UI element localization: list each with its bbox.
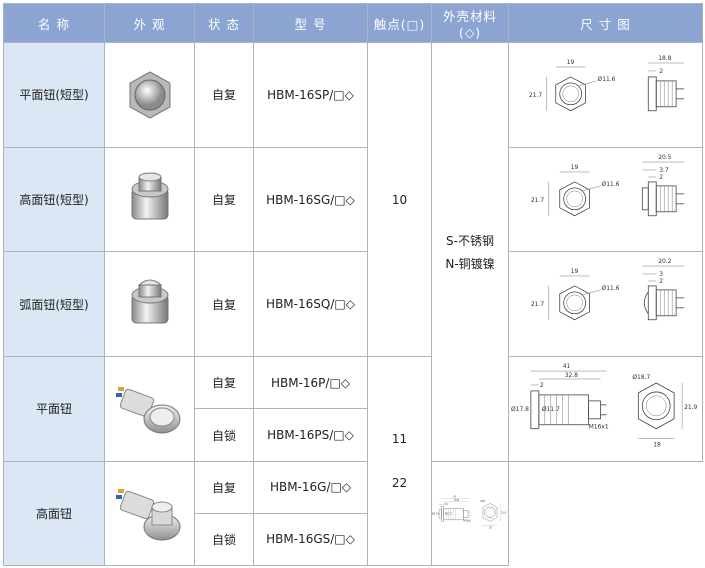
contact-value: 10 [367, 42, 432, 358]
dimension-drawing-svg: 41 32.8 2 Ø17.8 Ø11.7 M16x1 [511, 363, 698, 449]
dimension-drawing-svg: 19 21.7 Ø11.6 18.8 2 [529, 55, 685, 112]
dim-width: 19 [567, 59, 575, 66]
dim-diameter: Ø17.8 [511, 406, 529, 413]
dim-length: 20.2 [658, 258, 671, 265]
header-name: 名 称 [3, 2, 105, 44]
contact-value-alt: 22 [391, 476, 408, 491]
model: HBM-16P/□◇ [253, 356, 368, 410]
contact-cell: 11 22 [367, 356, 432, 566]
dim-head-width: 18 [489, 526, 492, 529]
dimension-drawing-svg: 19 21.7 Ø11.6 20.5 3.7 2 [531, 154, 685, 216]
table-row: 高面钮 自复 HBM-16G/□◇ 41 32.8 [3, 460, 703, 567]
dim-thread: M16x1 [589, 424, 609, 431]
header-appearance: 外 观 [104, 2, 195, 44]
dim-offset-2: 2 [659, 174, 663, 181]
dim-head-height: 21.9 [684, 404, 697, 411]
dim-height: 21.7 [531, 301, 544, 308]
dim-offset: 3 [659, 271, 663, 278]
state: 自锁 [194, 408, 254, 462]
state: 自复 [194, 460, 254, 514]
flat-button-long-photo [115, 386, 180, 434]
header-dimension: 尺 寸 图 [508, 2, 703, 44]
dim-offset: 2 [659, 68, 663, 75]
dim-length: 20.5 [658, 154, 671, 161]
product-name: 弧面钮(短型) [3, 251, 105, 358]
dim-width: 19 [571, 164, 579, 171]
dim-height: 21.7 [529, 92, 542, 99]
product-photo [104, 356, 195, 462]
dim-offset-2: 2 [659, 278, 663, 285]
dim-length-2: 32.8 [565, 372, 578, 379]
dim-head-diameter: Ø18.7 [632, 374, 650, 381]
flat-button-photo [129, 71, 170, 119]
dim-diameter-2: Ø11.7 [542, 406, 560, 413]
dim-diameter: Ø11.6 [602, 181, 620, 188]
product-photo [104, 460, 195, 567]
table-row: 自锁 HBM-16GS/□◇ [4, 512, 703, 567]
dim-diameter: Ø11.6 [602, 285, 620, 292]
dimension-drawing: 41 32.8 2 Ø17.8 Ø11.7 M16x1 [508, 356, 703, 462]
dim-offset: 3.7 [659, 167, 669, 174]
dim-width: 19 [571, 268, 579, 275]
product-photo [104, 146, 195, 253]
dim-thread: M16x1 [463, 519, 471, 522]
table-row: 平面钮(短型) 自复 HBM-16SP/□◇ 10 S-不锈钢 N-铜镀镍 [3, 42, 703, 462]
dim-head-width: 18 [653, 442, 661, 449]
spec-table: 名 称 外 观 状 态 型 号 触点(□) 外壳材料(◇) 尺 寸 图 平面钮(… [3, 2, 703, 567]
dim-length: 41 [563, 363, 571, 370]
dim-offset: 2 [540, 382, 544, 389]
product-name: 平面钮 [3, 356, 105, 462]
header-state: 状 态 [194, 2, 254, 44]
model: HBM-16SP/□◇ [253, 42, 368, 148]
dimension-drawing: 41 32.8 4.5 Ø17.8 Ø11.7 M16x1 [431, 460, 509, 567]
header-material: 外壳材料(◇) [431, 2, 509, 44]
state: 自复 [194, 146, 254, 253]
dimension-drawing: 19 21.7 Ø11.6 20.2 3 2 [508, 251, 703, 358]
table-row: 自锁 HBM-16PS/□◇ [4, 408, 703, 462]
header-model: 型 号 [253, 2, 368, 44]
table-row: 高面钮(短型) 自复 HBM-16SG/□◇ 19 [3, 146, 703, 253]
table-row: 平面钮 自复 HBM-16P/□◇ 11 22 41 [3, 356, 703, 566]
state: 自复 [194, 251, 254, 358]
dimension-drawing: 19 21.7 Ø11.6 18.8 2 [508, 42, 703, 148]
dimension-drawing-svg: 19 21.7 Ø11.6 20.2 3 2 [531, 258, 685, 321]
dim-diameter: Ø11.6 [598, 76, 616, 83]
state: 自复 [194, 42, 254, 148]
dim-diameter: Ø17.8 [432, 512, 440, 515]
contact-value: 11 [391, 432, 408, 447]
dim-offset: 4.5 [444, 503, 448, 506]
model: HBM-16GS/□◇ [253, 512, 368, 567]
material-line-2: N-铜镀镍 [445, 256, 495, 271]
model: HBM-16PS/□◇ [253, 408, 368, 462]
dimension-drawing: 19 21.7 Ø11.6 20.5 3.7 2 [508, 146, 703, 253]
state: 自复 [194, 356, 254, 410]
product-name: 平面钮(短型) [3, 42, 105, 148]
material-line-1: S-不锈钢 [446, 233, 494, 248]
table-row: 弧面钮(短型) 自复 HBM-16SQ/□◇ 19 [3, 251, 703, 358]
high-button-long-photo [115, 489, 180, 541]
material-cell: S-不锈钢 N-铜镀镍 [431, 42, 509, 462]
dim-diameter-2: Ø11.7 [445, 512, 453, 515]
model: HBM-16SG/□◇ [253, 146, 368, 253]
product-name: 高面钮 [3, 460, 105, 567]
model: HBM-16SQ/□◇ [253, 251, 368, 358]
dimension-drawing-svg: 41 32.8 4.5 Ø17.8 Ø11.7 M16x1 [432, 495, 507, 529]
dim-length: 18.8 [658, 55, 671, 62]
model: HBM-16G/□◇ [253, 460, 368, 514]
header-row: 名 称 外 观 状 态 型 号 触点(□) 外壳材料(◇) 尺 寸 图 [3, 2, 703, 44]
dim-length: 41 [453, 495, 456, 498]
dim-height: 21.7 [531, 197, 544, 204]
product-photo [104, 42, 195, 148]
product-name: 高面钮(短型) [3, 146, 105, 253]
state: 自锁 [194, 512, 254, 567]
dim-head-height: 21.9 [501, 511, 507, 514]
high-button-photo [131, 172, 168, 220]
product-photo [104, 251, 195, 358]
arc-button-photo [131, 279, 168, 324]
dim-head-diameter: Ø17 [481, 500, 486, 503]
header-contact: 触点(□) [367, 2, 432, 44]
dim-length-2: 32.8 [454, 499, 460, 502]
